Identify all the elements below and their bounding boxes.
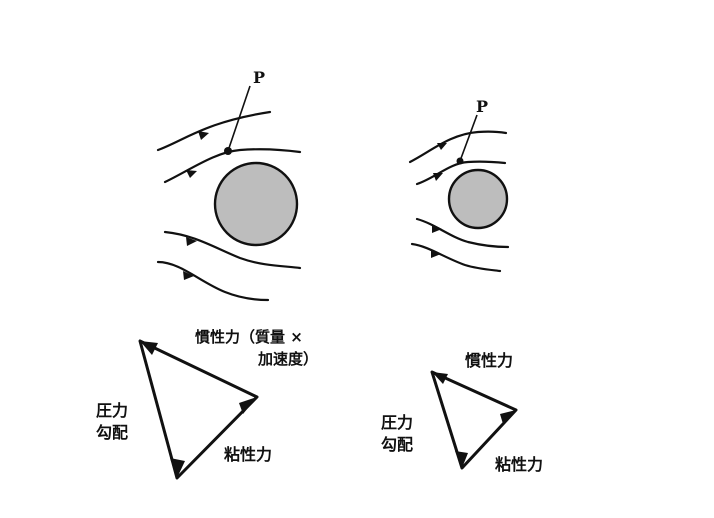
- right-stream-arrowhead-2: [433, 173, 443, 181]
- right-sphere: [447, 168, 509, 230]
- left-point-p-label: P: [253, 68, 265, 87]
- right-pressure-arrowhead: [455, 451, 468, 468]
- right-inertia-arrowhead: [432, 372, 448, 384]
- left-streamline-2: [163, 148, 302, 184]
- left-stream-arrowhead-4: [183, 271, 194, 280]
- left-stream-arrowhead-3: [186, 237, 197, 246]
- right-stream-arrowhead-1: [437, 143, 447, 150]
- right-force-triangle: [430, 370, 518, 470]
- right-viscous-arrowhead: [500, 410, 516, 424]
- right-inertial-force-label: 慣性力: [464, 351, 513, 370]
- right-point-p-label: P: [476, 97, 488, 116]
- left-viscous-force-label: 粘性力: [224, 445, 272, 464]
- left-inertial-force-label-line1: 慣性力（質量 ×: [195, 328, 303, 346]
- left-streamline-3: [163, 230, 302, 270]
- left-inertial-force-label-line2: 加速度）: [257, 350, 318, 368]
- left-pressure-gradient-label-line1: 圧力: [96, 401, 128, 420]
- right-point-p-leader: [459, 114, 478, 162]
- right-flow-panel: P 慣性力 圧力 勾配 粘性力: [381, 97, 543, 474]
- left-pressure-arrowhead: [170, 458, 185, 478]
- left-streamline-1: [156, 110, 272, 152]
- left-stream-arrowhead-1: [198, 131, 209, 140]
- right-stream-arrowhead-3: [432, 224, 442, 233]
- left-force-triangle: [138, 339, 259, 480]
- right-streamline-2: [415, 160, 507, 186]
- right-streamline-4: [410, 242, 502, 273]
- left-stream-arrowhead-2: [186, 170, 197, 178]
- left-pressure-gradient-label-line2: 勾配: [96, 423, 128, 442]
- right-stream-arrowhead-4: [431, 249, 441, 258]
- left-sphere: [213, 161, 299, 247]
- right-pressure-gradient-label-line1: 圧力: [381, 413, 413, 432]
- right-viscous-force-label: 粘性力: [495, 455, 543, 474]
- right-streamline-1: [408, 130, 508, 164]
- left-viscous-arrowhead: [239, 397, 257, 414]
- left-point-p-leader: [227, 85, 251, 152]
- left-flow-panel: P 慣性力（質量 × 加速度） 圧力 勾配 粘性力: [96, 68, 318, 480]
- left-inertia-arrowhead: [140, 341, 158, 355]
- right-pressure-gradient-label-line2: 勾配: [381, 435, 413, 454]
- left-streamline-4: [156, 260, 270, 302]
